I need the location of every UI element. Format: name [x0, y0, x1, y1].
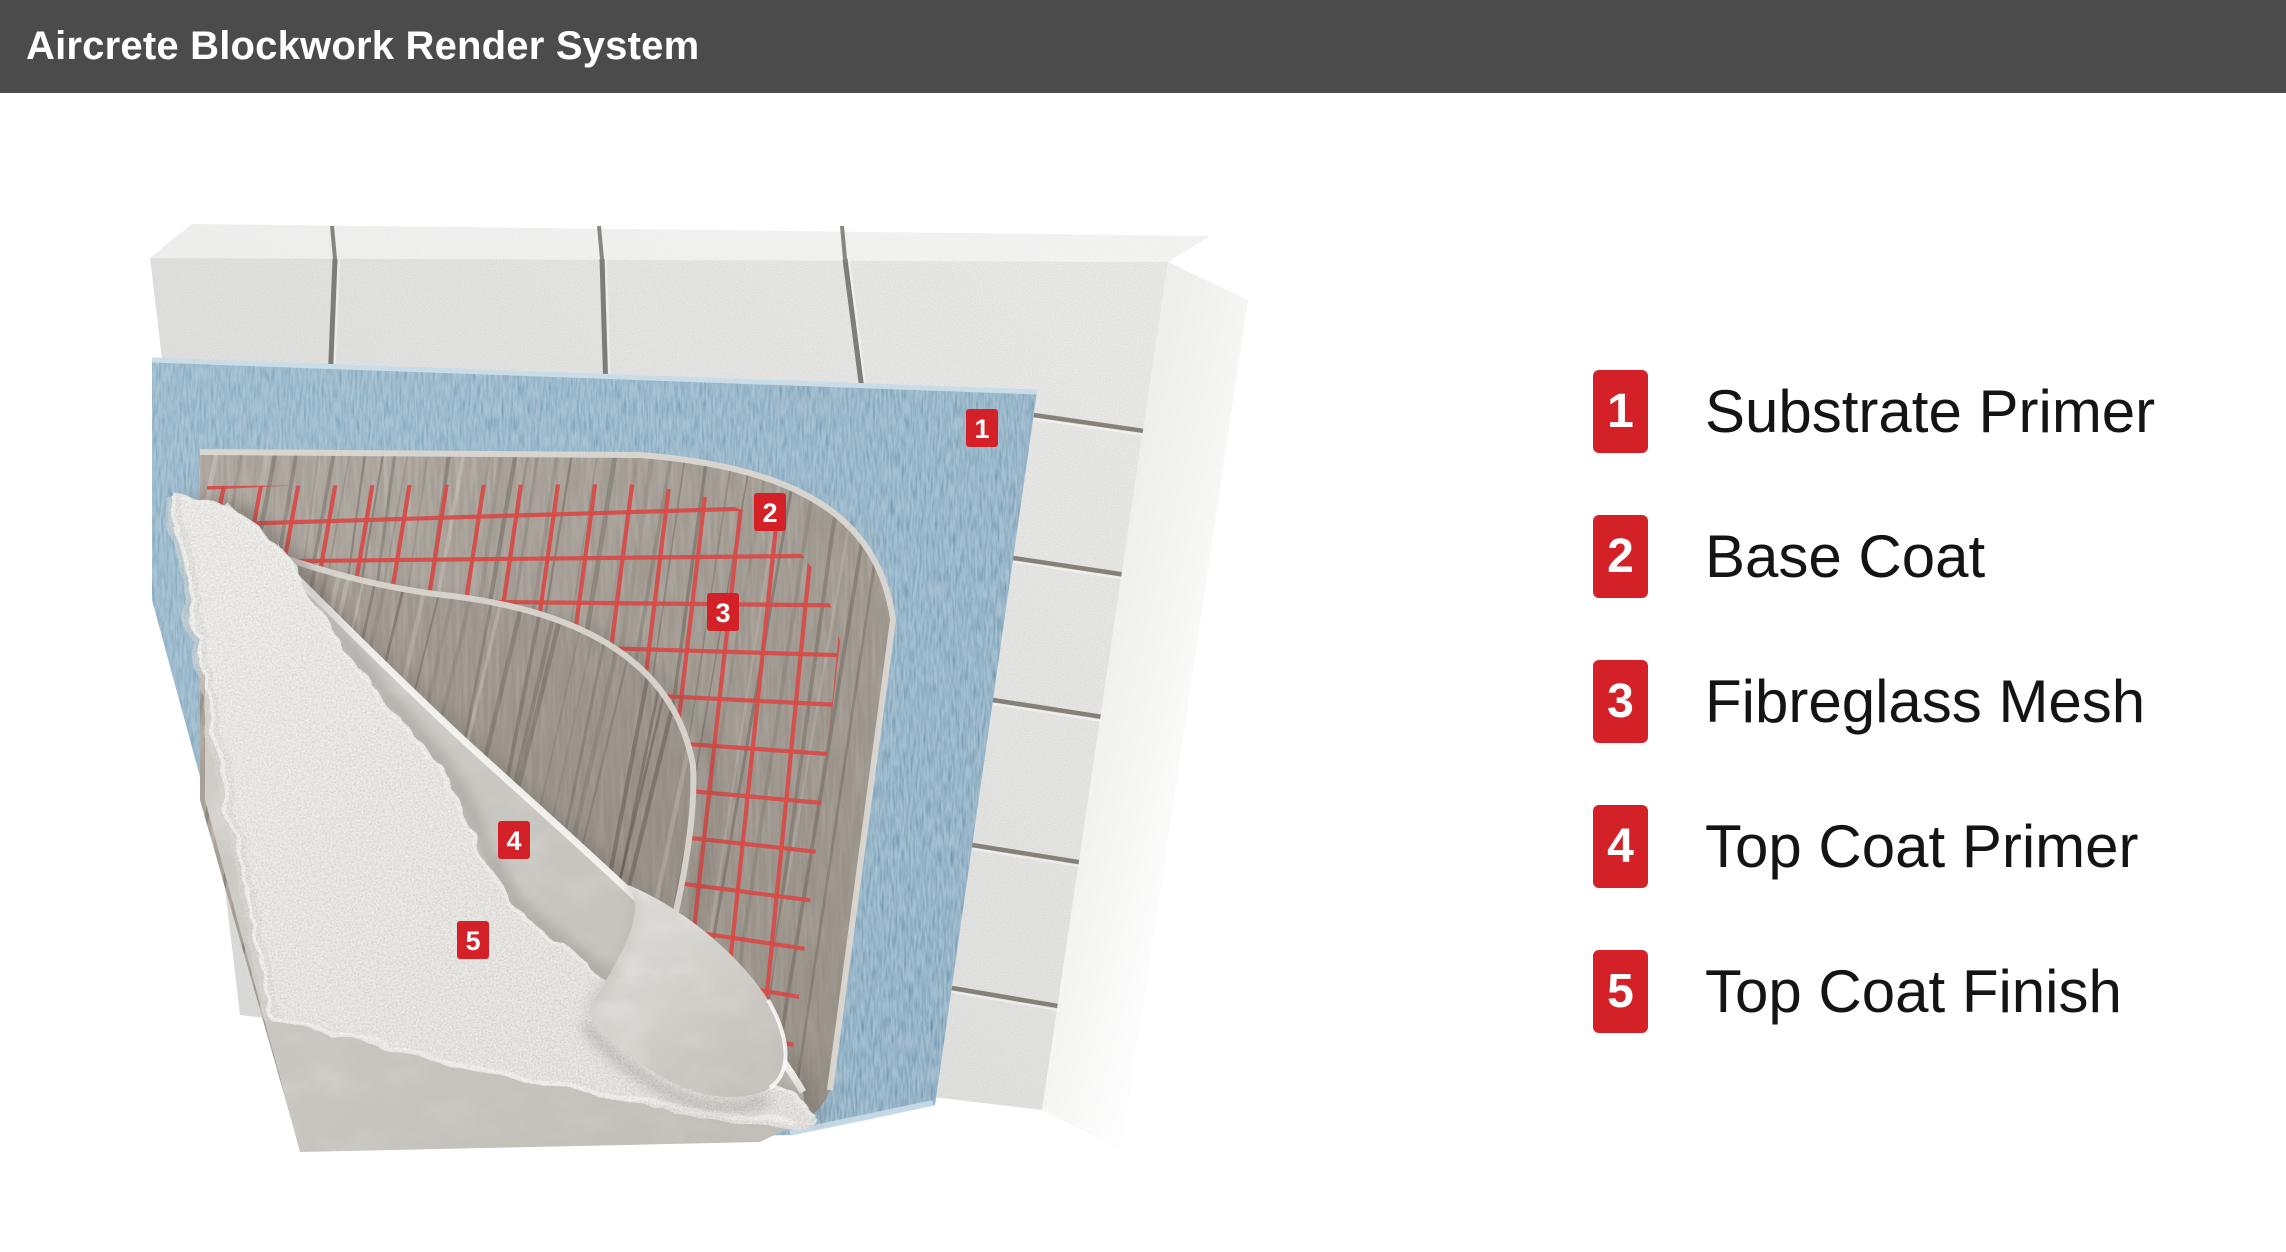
diagram-badge-box — [498, 821, 530, 859]
legend-item-4: 4 Top Coat Primer — [1593, 805, 2155, 888]
substrate-primer-top-lip — [151, 357, 1038, 395]
diagram-badge-number: 5 — [465, 926, 480, 956]
block-joint-course — [1033, 412, 1144, 434]
blockwork-top-face — [150, 224, 1210, 262]
diagram-number-badges: 1 2 3 4 5 — [457, 409, 998, 959]
base-coat-2-edge-lip — [266, 549, 697, 1012]
diagram-badge-box — [457, 921, 489, 959]
diagram-badge-number: 1 — [974, 414, 989, 444]
curl-flap-edge-highlight — [766, 998, 788, 1090]
legend-badge-3: 3 — [1593, 660, 1648, 743]
legend-item-5: 5 Top Coat Finish — [1593, 950, 2155, 1033]
diagram-badge-box — [754, 493, 786, 531]
legend-label-3: Fibreglass Mesh — [1705, 668, 2146, 735]
blockwork-side-face — [1042, 262, 1248, 1150]
block-joint-course — [1012, 555, 1122, 577]
diagram-badge-number: 4 — [506, 826, 521, 856]
diagram-badge-4: 4 — [498, 821, 530, 859]
legend-item-2: 2 Base Coat — [1593, 515, 2155, 598]
top-coat-finish-surface — [170, 492, 814, 1126]
diagram-badge-number: 3 — [715, 598, 730, 628]
block-joint-top — [840, 225, 847, 260]
curl-flap-underside — [588, 885, 786, 1098]
render-system-illustration: 1 2 3 4 5 — [32, 224, 1248, 1252]
legend: 1 Substrate Primer 2 Base Coat 3 Fibreglass M… — [1593, 370, 2155, 1095]
diagram-badge-3: 3 — [707, 593, 739, 631]
block-joint-course — [971, 842, 1080, 865]
block-joint-vertical — [842, 258, 865, 390]
substrate-primer-bottom-lip — [789, 1100, 934, 1136]
layer-top-coat-finish — [162, 490, 814, 1126]
mesh-horizontal-line — [200, 1154, 880, 1252]
legend-label-5: Top Coat Finish — [1705, 958, 2122, 1025]
block-joint-course-highlight — [992, 703, 1101, 722]
legend-item-1: 1 Substrate Primer — [1593, 370, 2155, 453]
legend-badge-2: 2 — [1593, 515, 1648, 598]
legend-item-3: 3 Fibreglass Mesh — [1593, 660, 2155, 743]
block-joint-vertical-highlight — [848, 258, 867, 390]
legend-badge-5: 5 — [1593, 950, 1648, 1033]
block-joint-course-highlight — [972, 848, 1079, 868]
blockwork-top-sheen — [150, 224, 1210, 262]
legend-badge-1: 1 — [1593, 370, 1648, 453]
legend-label-4: Top Coat Primer — [1705, 813, 2139, 880]
block-joint-course — [951, 985, 1058, 1009]
diagram-badge-number: 2 — [762, 498, 777, 528]
block-joint-course-highlight — [1013, 561, 1122, 580]
diagram-badge-1: 1 — [966, 409, 998, 447]
top-coat-finish-curled-corner — [584, 882, 788, 1098]
page-title: Aircrete Blockwork Render System — [26, 24, 700, 68]
block-joint-top — [597, 225, 604, 260]
base-coat-edge-lip — [199, 449, 897, 1091]
block-joint-course — [992, 697, 1101, 719]
legend-badge-4: 4 — [1593, 805, 1648, 888]
block-joint-top — [330, 225, 337, 260]
diagram-badge-box — [707, 593, 739, 631]
block-mortar-joints — [328, 225, 1144, 1011]
block-joint-vertical-highlight — [333, 258, 340, 371]
block-joint-vertical — [328, 258, 338, 371]
top-coat-finish-left-lip — [168, 491, 270, 1015]
curl-flap-crease — [584, 882, 639, 1014]
diagram-badge-box — [966, 409, 998, 447]
legend-label-2: Base Coat — [1705, 523, 1986, 590]
mesh-horizontal-line — [205, 553, 840, 565]
curl-flap-shadow — [580, 1019, 771, 1114]
diagram-badge-5: 5 — [457, 921, 489, 959]
block-joint-vertical — [599, 258, 609, 381]
legend-label-1: Substrate Primer — [1705, 378, 2156, 445]
block-joint-course-highlight — [1033, 418, 1144, 436]
striation — [32, 430, 160, 1160]
block-joint-course-highlight — [951, 991, 1058, 1011]
header-bar: Aircrete Blockwork Render System — [0, 0, 2286, 93]
diagram-badge-2: 2 — [754, 493, 786, 531]
block-joint-vertical-highlight — [605, 258, 611, 381]
